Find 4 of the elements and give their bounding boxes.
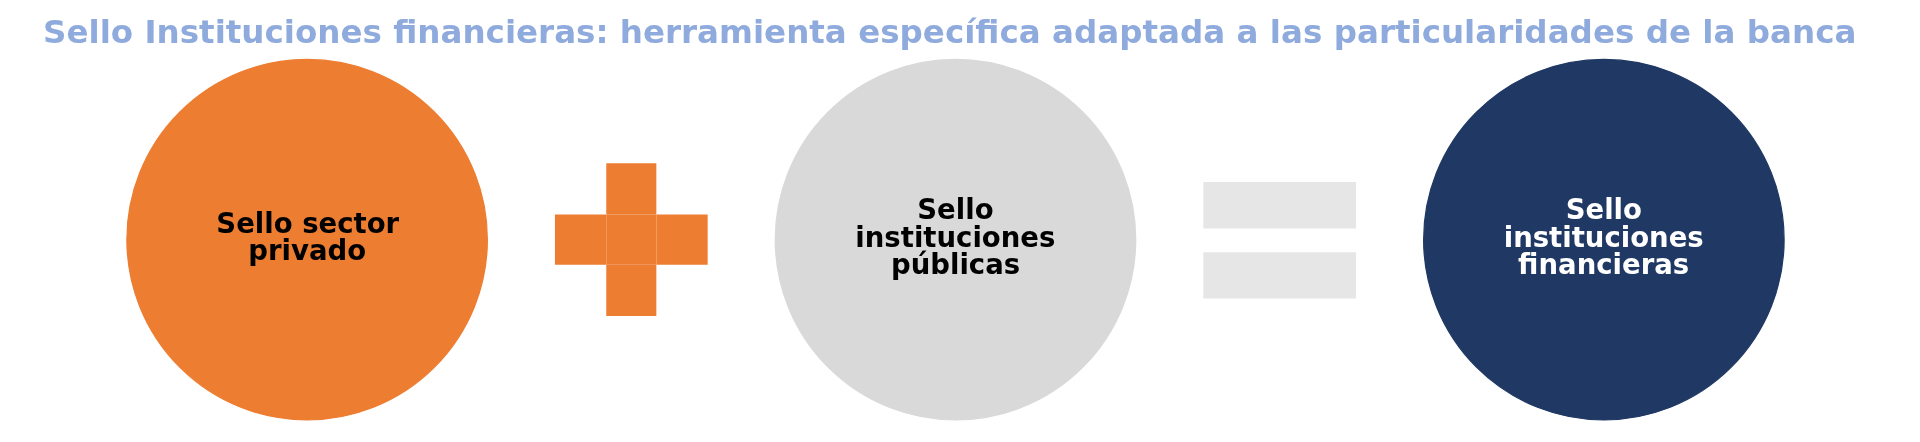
node-circle: Sello instituciones públicas — [774, 58, 1137, 421]
diagram-title: Sello Instituciones financieras: herramienta específica adaptada a las particularidades de la banca — [43, 12, 1857, 51]
node-circle: Sello instituciones financieras — [1423, 58, 1785, 421]
node-circle: Sello sector privado — [126, 58, 488, 421]
